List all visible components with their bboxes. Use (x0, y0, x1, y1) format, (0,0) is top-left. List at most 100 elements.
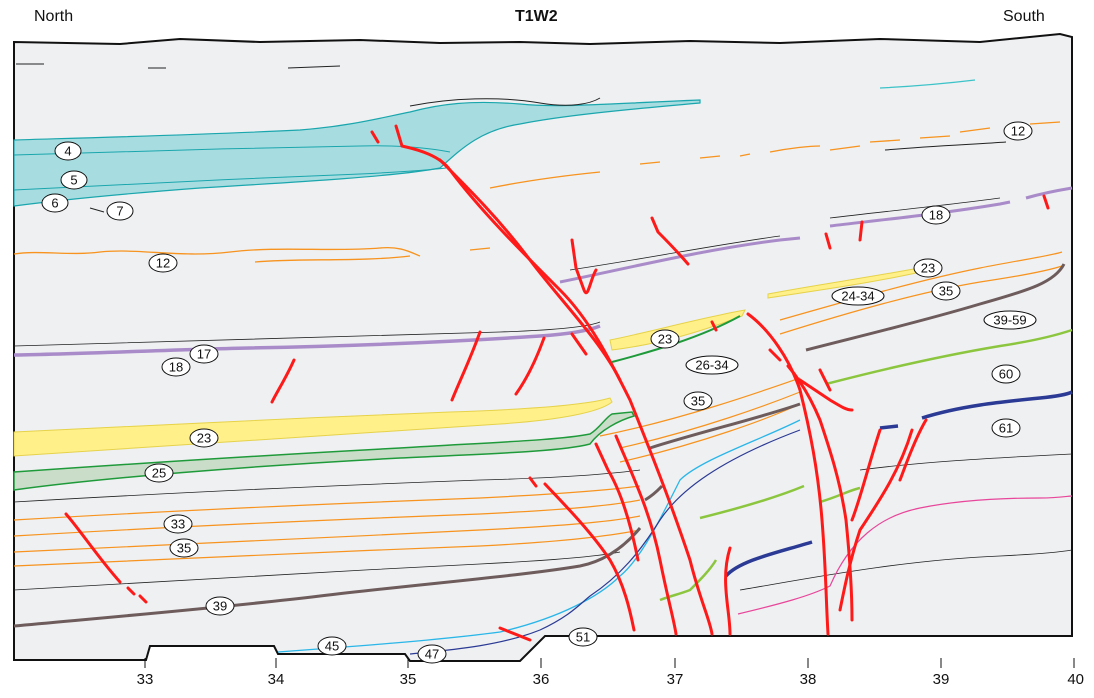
orange-horizon-35 (13, 499, 641, 537)
distance-axis: 33 34 35 36 37 38 39 40 (137, 658, 1084, 688)
brown-horizon-39 (644, 484, 664, 502)
unit-label: 5 (60, 170, 88, 190)
unit-label: 61 (991, 418, 1021, 438)
yellow-unit-23 (609, 309, 746, 351)
unit-label: 47 (417, 644, 447, 664)
orange-horizon-35 (13, 529, 641, 567)
navy-horizon-47 (409, 429, 801, 655)
unit-label: 23 (913, 258, 943, 278)
unit-label: 12 (1003, 121, 1033, 141)
faults (64, 124, 1050, 642)
unit-label-text: 18 (929, 208, 943, 223)
brown-horizon-39 (649, 402, 801, 450)
yellow-unit-23 (13, 397, 613, 457)
black-line (13, 551, 621, 591)
unit-label: 12 (148, 253, 178, 273)
unit-label: 23 (650, 329, 680, 349)
black-line (89, 207, 105, 213)
pink-line (737, 495, 1073, 615)
unit-label: 24-34 (831, 286, 885, 306)
brown-horizon-39 (13, 527, 642, 628)
section-outline (13, 32, 1073, 662)
axis-tick-label: 40 (1067, 671, 1084, 688)
unit-label: 35 (931, 281, 961, 301)
unit-label: 35 (683, 391, 713, 411)
unit-label-text: 7 (116, 204, 123, 219)
black-line (884, 141, 1007, 151)
unit-label: 45 (317, 636, 347, 656)
unit-label-text: 35 (939, 284, 953, 299)
unit-label-text: 18 (169, 360, 183, 375)
black-line (569, 197, 1001, 271)
unit-label-text: 47 (425, 647, 439, 662)
unit-label: 39-59 (983, 310, 1037, 330)
brown-horizon-39 (805, 263, 1066, 352)
unit-label-text: 4 (64, 144, 71, 159)
unit-label-text: 23 (197, 431, 211, 446)
axis-tick-label: 39 (933, 671, 950, 688)
unit-label-text: 23 (658, 332, 672, 347)
orange-horizon-35 (13, 485, 641, 521)
purple-horizon-18 (559, 186, 1073, 284)
unit-label-text: 45 (325, 639, 339, 654)
unit-label: 35 (169, 538, 199, 558)
unit-label-text: 5 (70, 173, 77, 188)
axis-tick-label: 35 (400, 671, 417, 688)
unit-label: 39 (205, 596, 235, 616)
unit-label-text: 60 (999, 367, 1013, 382)
unit-label-text: 35 (177, 541, 191, 556)
purple-horizon-18 (13, 324, 601, 357)
unit-label-text: 12 (1011, 124, 1025, 139)
unit-label: 51 (568, 627, 598, 647)
unit-label: 7 (106, 201, 134, 221)
unit-label: 6 (41, 193, 69, 213)
unit-label-text: 23 (921, 261, 935, 276)
unit-label-text: 61 (999, 421, 1013, 436)
navy-horizon-61 (879, 390, 1073, 430)
black-line (409, 97, 601, 107)
green-horizon-60 (699, 484, 861, 520)
unit-label: 18 (921, 205, 951, 225)
orange-horizon-35 (779, 251, 1063, 335)
unit-label-text: 24-34 (841, 289, 874, 304)
navy-horizon-61 (724, 540, 813, 578)
cyan-line (879, 79, 976, 89)
black-line (13, 469, 641, 503)
orange-layer-12 (13, 121, 1061, 263)
green-horizon-60 (825, 328, 1073, 386)
cyan-unit (13, 99, 701, 207)
south-label: South (1003, 8, 1045, 25)
unit-label-text: 25 (152, 466, 166, 481)
unit-label-text: 39-59 (993, 313, 1026, 328)
unit-label-text: 35 (691, 394, 705, 409)
black-line (739, 549, 1073, 591)
black-line (13, 321, 601, 347)
axis-tick-label: 34 (268, 671, 285, 688)
unit-label-text: 51 (576, 630, 590, 645)
unit-label-text: 12 (156, 256, 170, 271)
black-line (287, 65, 341, 69)
unit-label: 26-34 (685, 355, 739, 375)
unit-label: 23 (189, 428, 219, 448)
axis-tick-label: 36 (533, 671, 550, 688)
unit-label-text: 33 (171, 517, 185, 532)
figure-title: T1W2 (515, 8, 558, 25)
unit-label: 25 (144, 463, 174, 483)
unit-label: 60 (991, 364, 1021, 384)
unit-label: 33 (163, 514, 193, 534)
unit-label: 4 (54, 141, 82, 161)
axis-tick-label: 38 (800, 671, 817, 688)
unit-label: 18 (161, 357, 191, 377)
unit-label-text: 26-34 (695, 358, 728, 373)
orange-horizon-35 (13, 515, 641, 553)
unit-label: 17 (189, 344, 219, 364)
axis-tick-label: 33 (137, 671, 154, 688)
unit-label-text: 6 (51, 196, 58, 211)
axis-tick-label: 37 (667, 671, 684, 688)
unit-label-text: 39 (213, 599, 227, 614)
black-line (859, 453, 1073, 471)
unit-label-text: 17 (197, 347, 211, 362)
north-label: North (34, 8, 74, 25)
